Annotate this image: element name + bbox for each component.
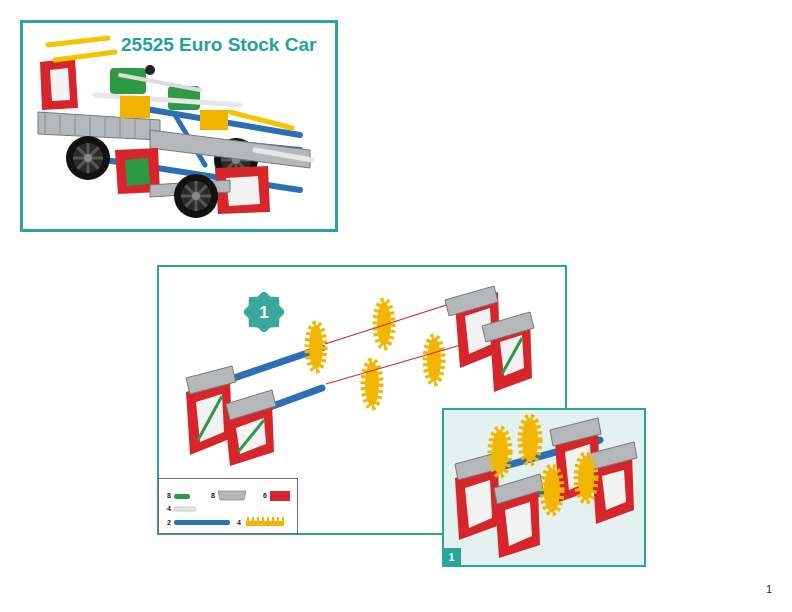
step-number: 1 bbox=[244, 292, 284, 332]
model-title: 25525 Euro Stock Car bbox=[121, 35, 316, 54]
parts-box: 8 8 6 4 2 4 bbox=[158, 478, 298, 534]
part-count: 8 bbox=[167, 492, 171, 499]
step-panel bbox=[158, 266, 566, 534]
part-count: 4 bbox=[167, 505, 171, 512]
inset-step-number: 1 bbox=[442, 548, 461, 567]
inset-box: 1 bbox=[442, 408, 646, 567]
step-badge: 1 bbox=[244, 292, 284, 332]
model-box: 25525 Euro Stock Car bbox=[20, 20, 338, 232]
inset-illustration bbox=[455, 416, 637, 558]
car-illustration bbox=[38, 38, 312, 218]
parts-icons bbox=[174, 491, 290, 526]
part-count: 2 bbox=[167, 519, 171, 526]
part-count: 4 bbox=[237, 519, 241, 526]
part-count: 6 bbox=[263, 492, 267, 499]
page-number: 1 bbox=[766, 584, 772, 595]
part-count: 8 bbox=[211, 492, 215, 499]
